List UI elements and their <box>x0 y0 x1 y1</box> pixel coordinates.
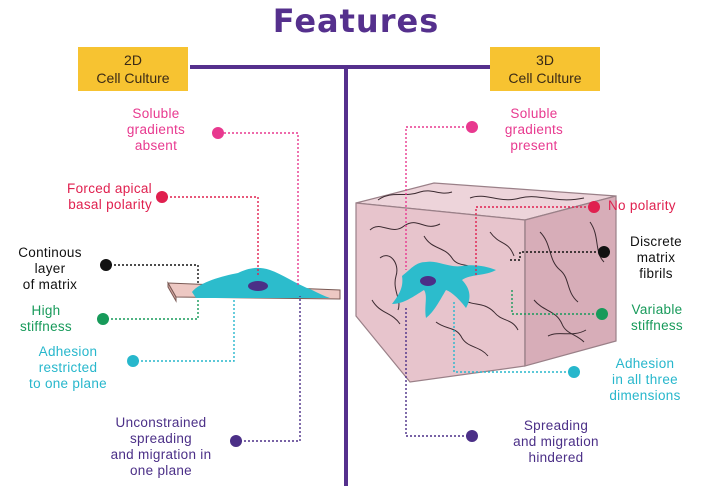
right-polarity-dot <box>588 201 600 213</box>
left-matrix-dot <box>100 259 112 271</box>
left-soluble-label: Soluble gradients absent <box>126 106 186 153</box>
2d-cell-culture-box: 2D Cell Culture <box>78 47 188 91</box>
left-soluble-connector <box>224 132 299 287</box>
2d-nucleus <box>248 281 268 291</box>
left-spreading-dot <box>230 435 242 447</box>
left-matrix-connector <box>106 264 199 284</box>
right-adhesion-connector <box>453 300 574 373</box>
left-stiffness-label: High stiffness <box>20 303 72 334</box>
right-matrix-dot <box>598 246 610 258</box>
left-spreading-connector <box>236 296 301 442</box>
left-adhesion-label: Adhesion restricted to one plane <box>29 344 107 391</box>
left-spreading-label: Unconstrained spreading and migration in… <box>110 415 212 478</box>
right-soluble-connector <box>405 126 472 270</box>
right-spreading-dot <box>466 430 478 442</box>
left-soluble-dot <box>212 127 224 139</box>
left-polarity-dot <box>156 191 168 203</box>
3d-matrix-cube <box>355 182 617 383</box>
right-soluble-label: Soluble gradients present <box>504 106 564 153</box>
right-polarity-label: No polarity <box>608 198 676 213</box>
left-polarity-connector <box>162 196 259 276</box>
3d-nucleus <box>420 276 436 286</box>
left-polarity-label: Forced apical basal polarity <box>67 181 152 212</box>
right-matrix-label: Discrete matrix fibrils <box>630 234 682 281</box>
2d-box-line2: Cell Culture <box>96 70 170 86</box>
right-stiffness-dot <box>596 308 608 320</box>
3d-cell-culture-box: 3D Cell Culture <box>490 47 600 91</box>
right-stiffness-label: Variable stiffness <box>631 302 683 333</box>
3d-box-line2: Cell Culture <box>508 70 582 86</box>
right-matrix-connector <box>510 251 604 261</box>
right-adhesion-label: Adhesion in all three dimensions <box>609 356 681 403</box>
right-adhesion-dot <box>568 366 580 378</box>
right-spreading-label: Spreading and migration hindered <box>513 418 599 465</box>
right-polarity-connector <box>475 206 594 276</box>
left-dots <box>97 127 242 447</box>
left-stiffness-connector <box>103 298 199 320</box>
right-soluble-dot <box>466 121 478 133</box>
left-matrix-label: Continous layer of matrix <box>18 245 82 292</box>
page-title: Features <box>272 2 440 40</box>
3d-box-line1: 3D <box>536 52 554 68</box>
right-stiffness-connector <box>511 290 602 315</box>
left-adhesion-dot <box>127 355 139 367</box>
3d-cell <box>392 261 496 318</box>
right-spreading-connector <box>405 306 472 437</box>
left-adhesion-connector <box>133 298 235 362</box>
2d-box-line1: 2D <box>124 52 142 68</box>
left-stiffness-dot <box>97 313 109 325</box>
right-dots <box>466 121 610 442</box>
